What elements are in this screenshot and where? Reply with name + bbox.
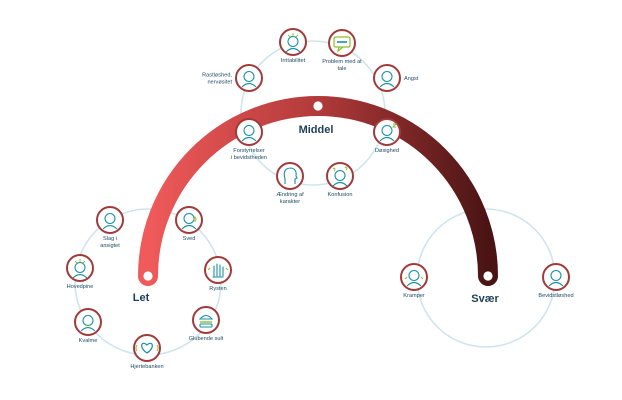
category-label-let: Let	[133, 292, 150, 304]
symptom-node-circle	[66, 254, 94, 282]
symptom-node-circle	[74, 308, 102, 336]
symptom-label: Kramper	[403, 293, 425, 299]
category-label-svaer: Svær	[471, 293, 499, 305]
symptom-node: Konfusion	[326, 162, 354, 198]
symptom-node-circle	[373, 64, 401, 92]
restless-face-icon	[241, 70, 257, 88]
symptom-label: Sved	[183, 236, 196, 242]
face-slap-icon	[102, 212, 118, 230]
speech-bubble-icon	[333, 36, 351, 53]
severity-arc-layer	[138, 96, 498, 286]
symptom-node: Rastløshed,nervøsitet	[202, 64, 263, 92]
profile-head-icon	[283, 167, 298, 184]
symptom-node: Sved	[175, 206, 203, 242]
symptom-label: Konfusion	[328, 192, 353, 198]
symptom-label: Rastløshed,nervøsitet	[202, 73, 232, 86]
symptom-node-circle	[326, 162, 354, 190]
symptom-node: Rysten	[204, 256, 232, 292]
symptom-node-circle	[373, 118, 401, 146]
symptom-node: Angst	[373, 64, 419, 92]
symptom-node-circle	[204, 256, 232, 284]
symptom-node: Kvalme	[74, 308, 102, 344]
symptom-node: Døsighed	[373, 118, 401, 154]
symptom-label: Angst	[404, 76, 419, 82]
symptom-node-circle	[328, 29, 356, 57]
symptom-node-circle	[96, 206, 124, 234]
drowsy-face-icon	[379, 123, 398, 142]
symptom-label: Irritabilitet	[281, 58, 306, 64]
category-label-middel: Middel	[299, 124, 334, 136]
symptom-node-circle	[276, 162, 304, 190]
shaking-hand-icon	[207, 263, 229, 278]
headache-icon	[72, 259, 88, 279]
cramps-icon	[404, 269, 424, 287]
irritated-face-icon	[285, 33, 301, 53]
hunger-burger-icon	[198, 314, 214, 328]
symptom-node-circle	[279, 28, 307, 56]
disturbed-face-icon	[241, 124, 257, 142]
nausea-icon	[80, 314, 96, 332]
symptom-node-circle	[235, 118, 263, 146]
symptom-node: Irritabilitet	[279, 28, 307, 64]
symptom-label: Hovedpine	[67, 284, 94, 290]
anxious-face-icon	[379, 70, 395, 88]
symptom-node: Hjertebanken	[130, 334, 164, 370]
sweat-face-icon	[181, 212, 197, 230]
symptom-label: Hjertebanken	[130, 364, 163, 370]
arc-start-dot	[143, 271, 153, 281]
symptom-node-circle	[133, 334, 161, 362]
symptom-label: Bevidstløshed	[538, 293, 573, 299]
symptom-node-circle	[542, 263, 570, 291]
symptom-node: Bevidstløshed	[538, 263, 574, 299]
symptom-label: Glubende sult	[189, 336, 224, 342]
symptom-label: Kvalme	[79, 338, 98, 344]
symptom-node-circle	[175, 206, 203, 234]
symptom-node: Glubende sult	[189, 306, 224, 342]
symptom-node: Kramper	[400, 263, 428, 299]
symptom-node-circle	[192, 306, 220, 334]
symptom-label: Døsighed	[375, 148, 399, 154]
confused-face-icon	[332, 166, 348, 187]
category-rings	[74, 40, 556, 356]
arc-end-dot	[483, 271, 493, 281]
arc-middle-dot	[313, 101, 323, 111]
symptom-label: Rysten	[209, 286, 226, 292]
symptom-node: Hovedpine	[66, 254, 94, 290]
symptom-node-circle	[400, 263, 428, 291]
symptom-node-circle	[235, 64, 263, 92]
heart-icon	[135, 342, 159, 354]
unconscious-face-icon	[548, 269, 564, 287]
